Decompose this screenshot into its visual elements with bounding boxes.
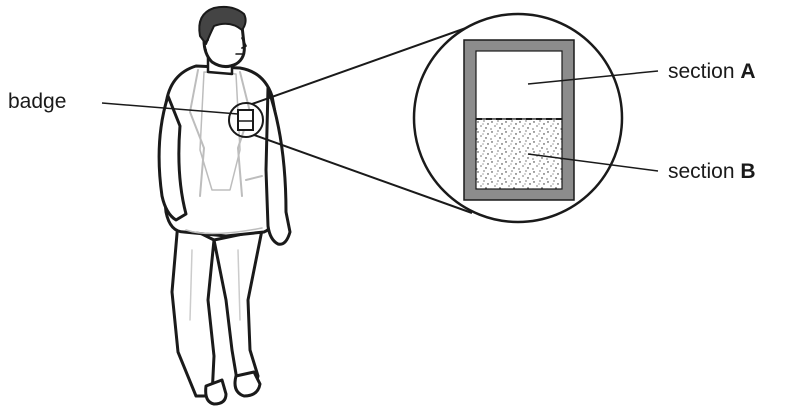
section-a-label: section A bbox=[668, 61, 756, 82]
right-shoe bbox=[235, 372, 260, 396]
left-shoe bbox=[206, 380, 226, 404]
left-leg bbox=[172, 222, 214, 396]
section-a-area bbox=[476, 51, 562, 119]
badge-small-frame bbox=[238, 110, 253, 130]
section-b-label-letter: B bbox=[740, 160, 755, 183]
section-b-area bbox=[476, 119, 562, 189]
section-b-label-prefix: section bbox=[668, 160, 735, 183]
badge-label: badge bbox=[8, 91, 66, 112]
section-a-label-prefix: section bbox=[668, 60, 735, 83]
section-b-label: section B bbox=[668, 161, 756, 182]
magnified-view bbox=[414, 14, 622, 222]
person-figure bbox=[159, 7, 290, 404]
section-a-label-letter: A bbox=[740, 60, 755, 83]
right-arm bbox=[266, 88, 290, 244]
